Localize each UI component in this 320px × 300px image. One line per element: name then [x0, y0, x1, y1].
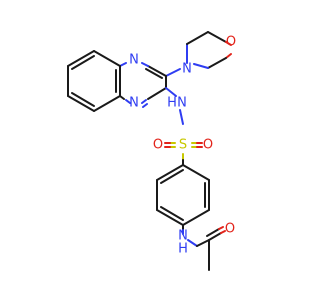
atom-sulfur: S [179, 138, 187, 153]
bond-quinoxaline-nh [165, 87, 177, 97]
atom-sulfonamide-n: N [177, 96, 187, 111]
phenylene-ring [156, 164, 210, 226]
molecule-canvas: N O N N H N S O O N H O [67, 31, 237, 271]
morpholine-ring [186, 31, 232, 69]
atom-sulfonamide-h: H [167, 96, 177, 111]
bond-nh-s [179, 109, 184, 125]
atom-morpholine-n: N [182, 62, 192, 77]
bond-morpholine-quinoxaline [165, 68, 181, 77]
atom-carbonyl-o: O [225, 222, 235, 237]
sulfonyl-group [164, 142, 203, 148]
atom-amide-n: N [178, 229, 188, 244]
quinoxaline-ring [67, 50, 167, 112]
acetamide-group [187, 226, 226, 271]
atom-quinoxaline-n4: N [129, 96, 139, 111]
molecule-structure: N O N N H N S O O N H O [67, 31, 236, 271]
atom-sulfonyl-o-left: O [153, 138, 163, 153]
atom-sulfonyl-o-right: O [203, 138, 213, 153]
atom-morpholine-o: O [226, 35, 236, 50]
atom-amide-h: H [178, 242, 188, 257]
atom-quinoxaline-n1: N [129, 53, 139, 68]
